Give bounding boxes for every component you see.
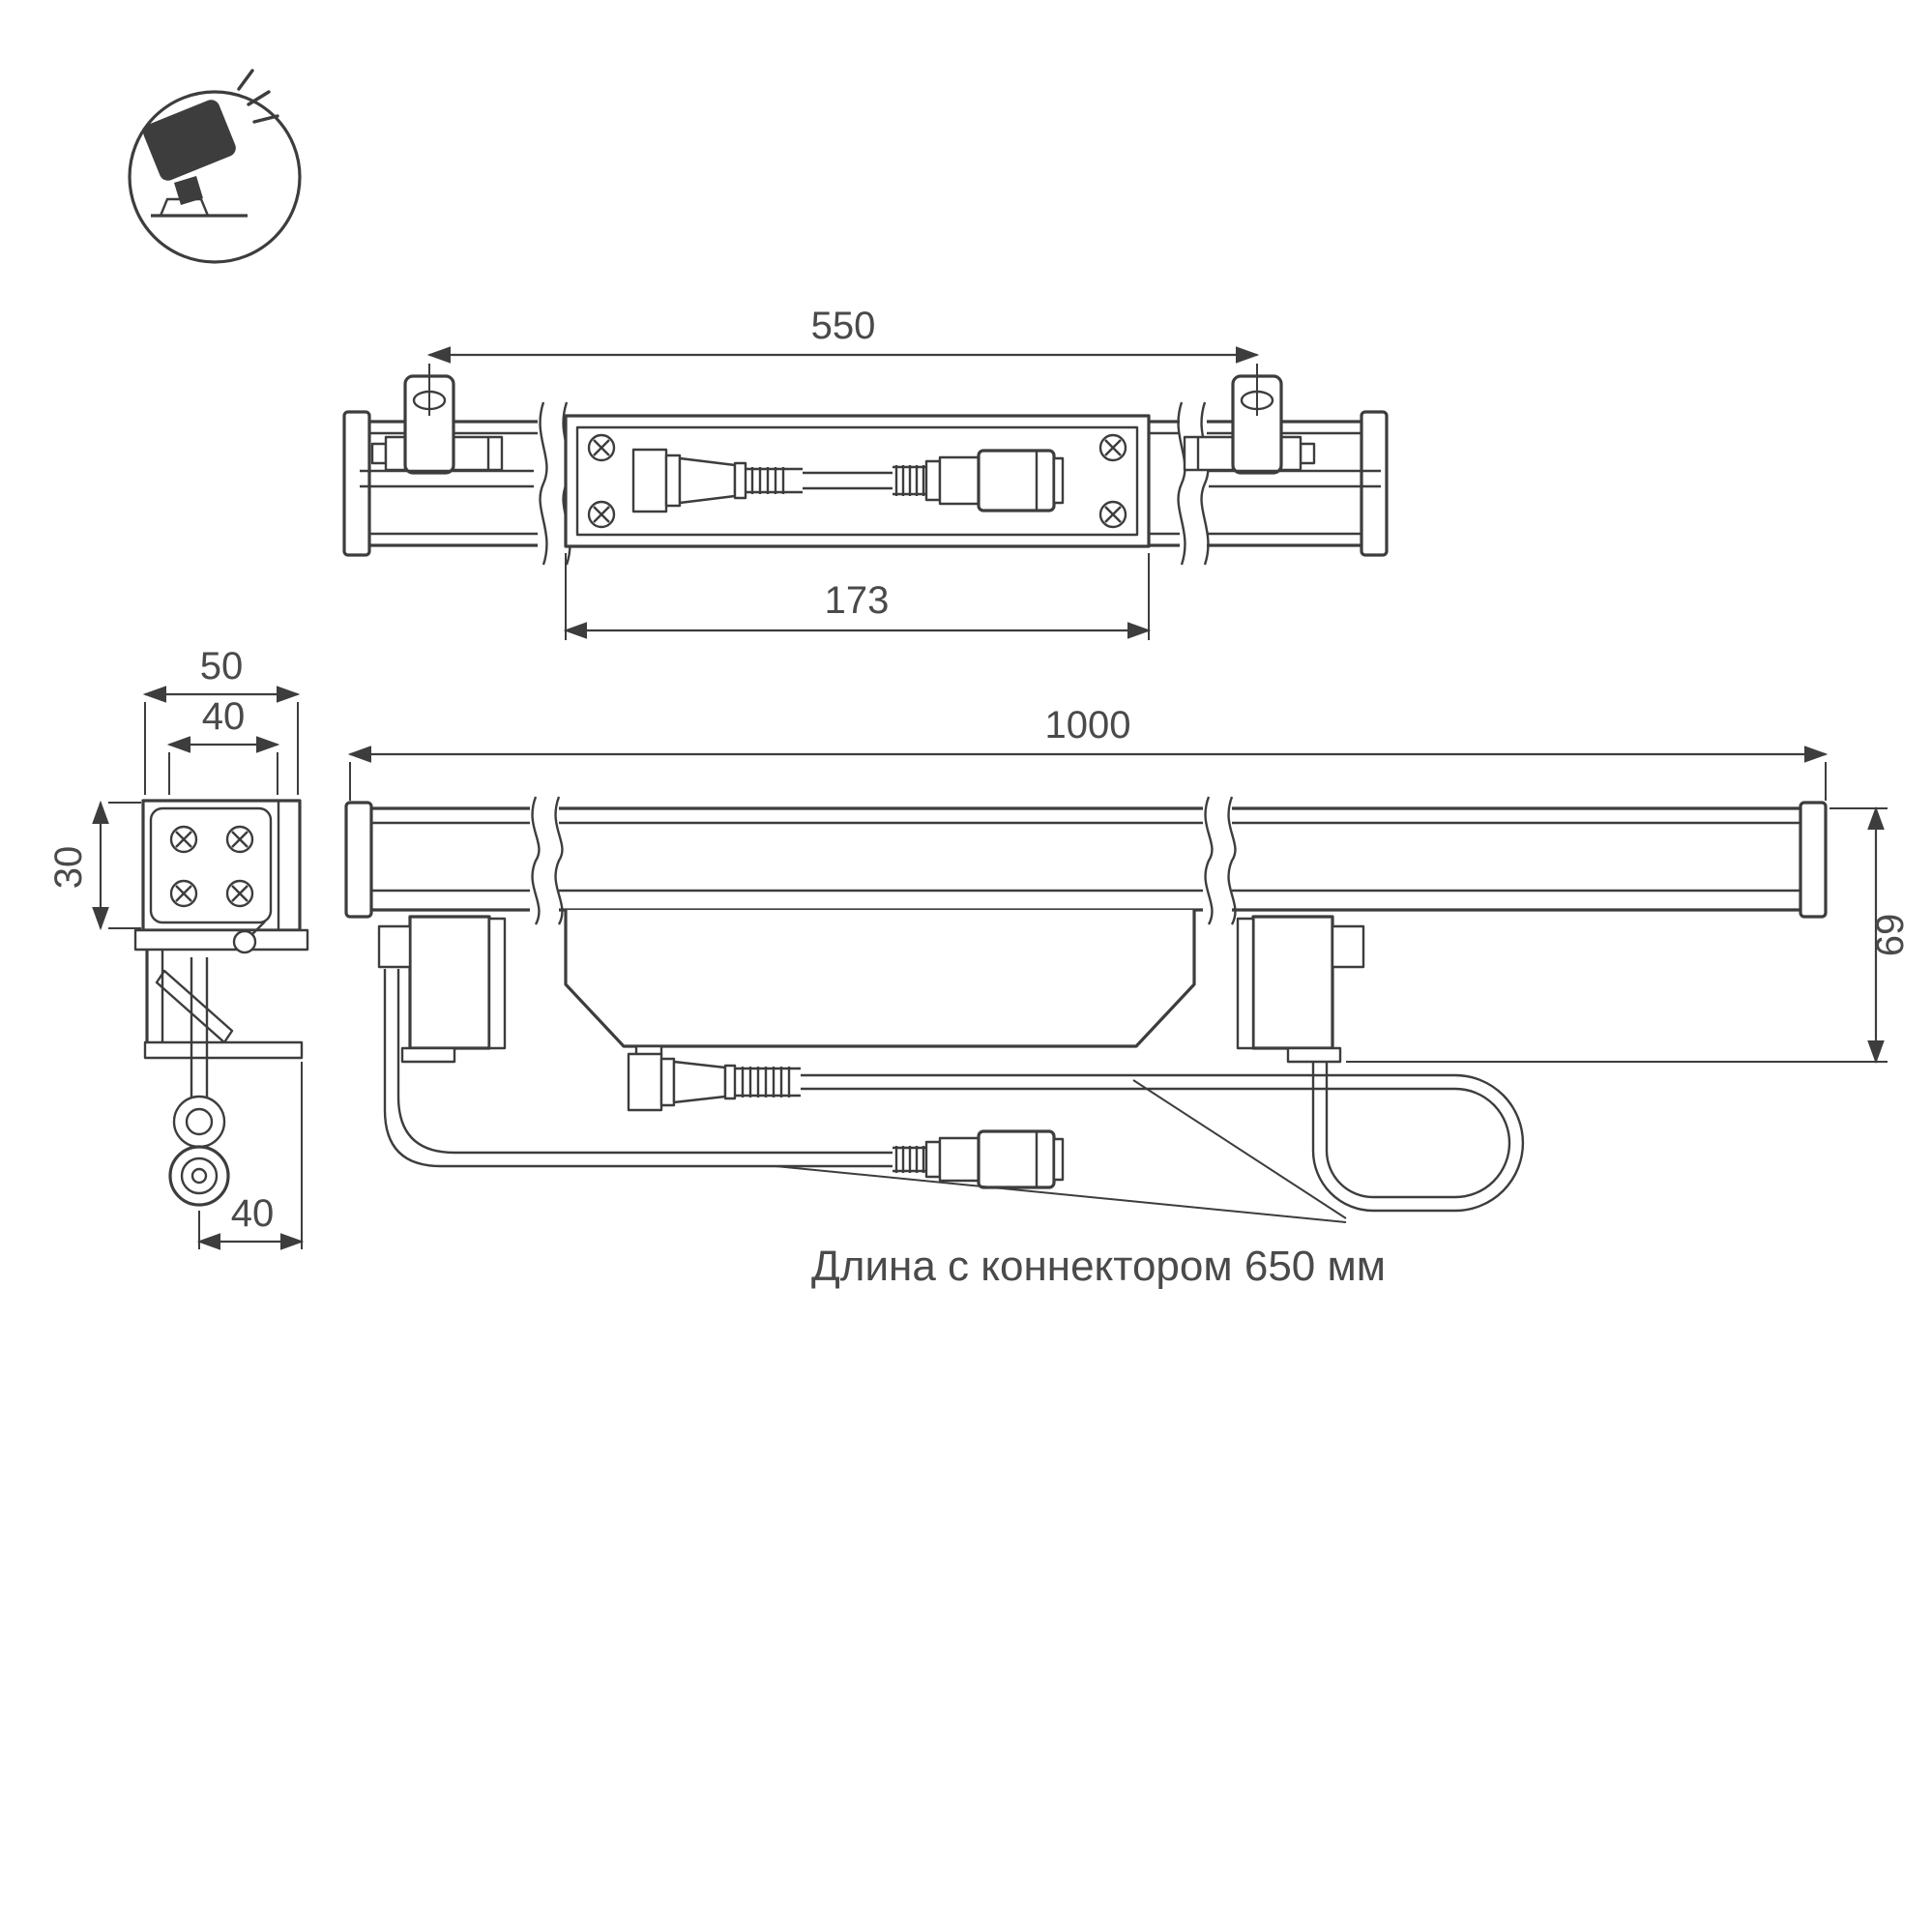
light-rays-icon bbox=[237, 69, 279, 124]
front-view-bar bbox=[344, 801, 1828, 919]
dim-69-label: 69 bbox=[1869, 914, 1912, 957]
side-view: 50 40 bbox=[47, 645, 309, 1250]
end-cap-right bbox=[1360, 410, 1389, 557]
driver-housing bbox=[564, 910, 1196, 1057]
break-lines-left bbox=[530, 796, 564, 925]
top-view: 550 173 bbox=[342, 305, 1389, 640]
cable-left-top-view bbox=[360, 469, 534, 488]
clamp-knob bbox=[232, 929, 257, 954]
screw-icon bbox=[169, 825, 198, 854]
cable-left-front-view bbox=[383, 969, 893, 1168]
front-view: 1000 69 bbox=[344, 704, 1912, 1213]
cable-note: Длина с коннектором 650 мм bbox=[775, 1079, 1386, 1290]
cable-right-front-view bbox=[801, 1062, 1525, 1213]
dim-30-label: 30 bbox=[47, 846, 90, 890]
spotlight-icon bbox=[143, 69, 279, 218]
side-view-cable bbox=[168, 957, 230, 1207]
end-cap-left bbox=[344, 801, 373, 919]
dim-40-bottom-label: 40 bbox=[231, 1192, 275, 1235]
dimension-40-bottom: 40 bbox=[196, 1062, 305, 1250]
connector-pair-front-view bbox=[627, 1052, 801, 1112]
connector-pair-top-view bbox=[631, 448, 1065, 513]
dimension-40-top: 40 bbox=[166, 695, 280, 795]
screw-icon bbox=[169, 879, 198, 908]
end-cap-left bbox=[342, 410, 371, 557]
screw-icon bbox=[1098, 500, 1127, 529]
dimension-173: 173 bbox=[563, 553, 1152, 640]
dim-40-top-label: 40 bbox=[202, 695, 246, 738]
side-view-body bbox=[133, 799, 309, 951]
leader-line bbox=[775, 1165, 1347, 1223]
screw-icon bbox=[587, 433, 616, 462]
dimension-1000: 1000 bbox=[347, 704, 1829, 801]
screw-icon bbox=[587, 500, 616, 529]
dimension-69: 69 bbox=[1346, 805, 1912, 1065]
cable-right-top-view bbox=[1209, 469, 1381, 488]
icon-circle bbox=[128, 90, 302, 264]
bracket-left-top-view bbox=[370, 374, 504, 475]
end-cap-right bbox=[1799, 801, 1828, 919]
break-lines-right bbox=[1203, 796, 1237, 925]
bracket-right-front-view bbox=[1236, 915, 1365, 1064]
screw-icon bbox=[1098, 433, 1127, 462]
side-view-bracket bbox=[143, 921, 304, 1060]
dimension-550: 550 bbox=[426, 305, 1260, 416]
dim-550-label: 550 bbox=[811, 305, 876, 347]
dim-50-label: 50 bbox=[200, 645, 244, 688]
product-icon bbox=[128, 69, 302, 264]
connector-lower-front-view bbox=[893, 1129, 1065, 1189]
break-lines-right bbox=[1177, 401, 1210, 566]
screw-icon bbox=[225, 825, 254, 854]
bracket-left-front-view bbox=[377, 915, 507, 1064]
dim-1000-label: 1000 bbox=[1045, 704, 1131, 746]
leader-line bbox=[1132, 1079, 1347, 1219]
dimension-30: 30 bbox=[47, 800, 141, 931]
dim-173-label: 173 bbox=[825, 579, 890, 622]
dimension-50: 50 bbox=[142, 645, 301, 795]
screw-icon bbox=[225, 879, 254, 908]
cable-note-label: Длина с коннектором 650 мм bbox=[811, 1243, 1386, 1290]
